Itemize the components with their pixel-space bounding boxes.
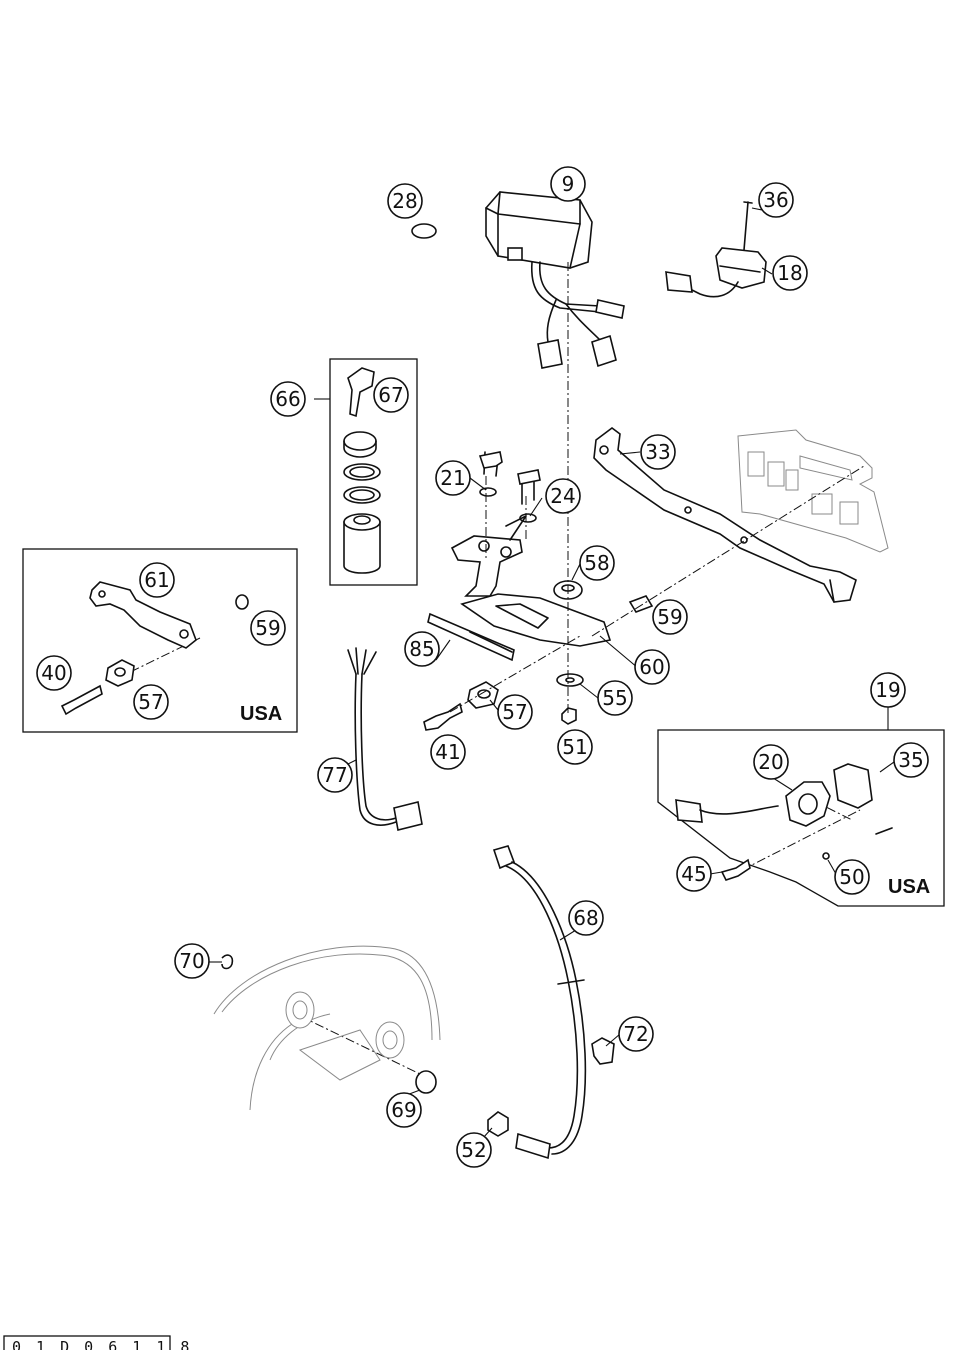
svg-text:18: 18 — [777, 261, 802, 285]
svg-text:66: 66 — [275, 387, 300, 411]
callout-40: 40 — [36, 655, 72, 691]
svg-text:20: 20 — [758, 750, 783, 774]
assembly-lines — [117, 262, 865, 1075]
callout-67: 67 — [373, 377, 409, 413]
svg-text:52: 52 — [461, 1138, 486, 1162]
svg-text:57: 57 — [138, 690, 163, 714]
switch-assembly — [665, 201, 767, 298]
reference-code-box — [3, 1335, 171, 1350]
callout-59-left: 59 — [250, 610, 286, 646]
leader-lines — [139, 207, 895, 1149]
callout-28: 28 — [387, 183, 423, 219]
callout-60: 60 — [634, 649, 670, 685]
speed-sensor-cable — [487, 845, 615, 1160]
callout-61: 61 — [139, 562, 175, 598]
callout-41: 41 — [430, 734, 466, 770]
callout-35: 35 — [893, 742, 929, 778]
callout-70: 70 — [174, 943, 210, 979]
usa-label-right: USA — [888, 876, 930, 898]
svg-text:59: 59 — [255, 616, 280, 640]
callout-45: 45 — [676, 856, 712, 892]
callout-20: 20 — [753, 744, 789, 780]
svg-text:69: 69 — [391, 1098, 416, 1122]
svg-text:24: 24 — [550, 484, 575, 508]
svg-text:72: 72 — [623, 1022, 648, 1046]
svg-text:19: 19 — [875, 678, 900, 702]
svg-text:21: 21 — [440, 466, 465, 490]
callout-36: 36 — [758, 182, 794, 218]
svg-text:60: 60 — [639, 655, 664, 679]
callout-51: 51 — [557, 729, 593, 765]
svg-text:70: 70 — [179, 949, 204, 973]
instrument-cluster — [485, 191, 625, 369]
usa-left-parts — [60, 581, 249, 716]
wire-harness — [347, 647, 423, 831]
usa-label-left: USA — [240, 703, 282, 725]
svg-text:68: 68 — [573, 906, 598, 930]
callout-59: 59 — [652, 599, 688, 635]
svg-text:57: 57 — [502, 700, 527, 724]
svg-text:67: 67 — [378, 383, 403, 407]
svg-text:61: 61 — [144, 568, 169, 592]
callout-18: 18 — [772, 255, 808, 291]
svg-text:35: 35 — [898, 748, 923, 772]
callout-57-left: 57 — [133, 684, 169, 720]
ignition-lock-parts — [343, 367, 381, 574]
callout-55: 55 — [597, 680, 633, 716]
callout-58: 58 — [579, 545, 615, 581]
callout-68: 68 — [568, 900, 604, 936]
callout-33: 33 — [640, 434, 676, 470]
reference-code: 0 1 D 0 6 1 1 8 — [12, 1338, 192, 1350]
callout-77: 77 — [317, 757, 353, 793]
svg-text:50: 50 — [839, 865, 864, 889]
callout-24: 24 — [545, 478, 581, 514]
wheel-hub — [213, 945, 441, 1111]
svg-text:9: 9 — [562, 172, 575, 196]
svg-text:36: 36 — [763, 188, 788, 212]
callout-19: 19 — [870, 672, 906, 708]
callout-85: 85 — [404, 631, 440, 667]
svg-text:51: 51 — [562, 735, 587, 759]
svg-text:33: 33 — [645, 440, 670, 464]
svg-text:59: 59 — [657, 605, 682, 629]
callout-66: 66 — [270, 381, 306, 417]
svg-text:40: 40 — [41, 661, 66, 685]
svg-text:55: 55 — [602, 686, 627, 710]
license-plate-bracket — [737, 429, 889, 553]
svg-text:41: 41 — [435, 740, 460, 764]
svg-text:45: 45 — [681, 862, 706, 886]
callout-21: 21 — [435, 460, 471, 496]
svg-text:85: 85 — [409, 637, 434, 661]
callout-72: 72 — [618, 1016, 654, 1052]
rubber-plug — [411, 223, 437, 239]
callout-52: 52 — [456, 1132, 492, 1168]
svg-text:77: 77 — [322, 763, 347, 787]
usa-variant-box-left — [22, 548, 298, 733]
mount-bracket — [427, 451, 612, 662]
svg-text:28: 28 — [392, 189, 417, 213]
callout-50: 50 — [834, 859, 870, 895]
callout-57-center: 57 — [497, 694, 533, 730]
ignition-kit-frame — [329, 358, 418, 586]
svg-text:58: 58 — [584, 551, 609, 575]
holder-bracket — [593, 427, 857, 603]
callout-69: 69 — [386, 1092, 422, 1128]
usa-right-parts — [675, 763, 893, 881]
callout-9: 9 — [550, 166, 586, 202]
